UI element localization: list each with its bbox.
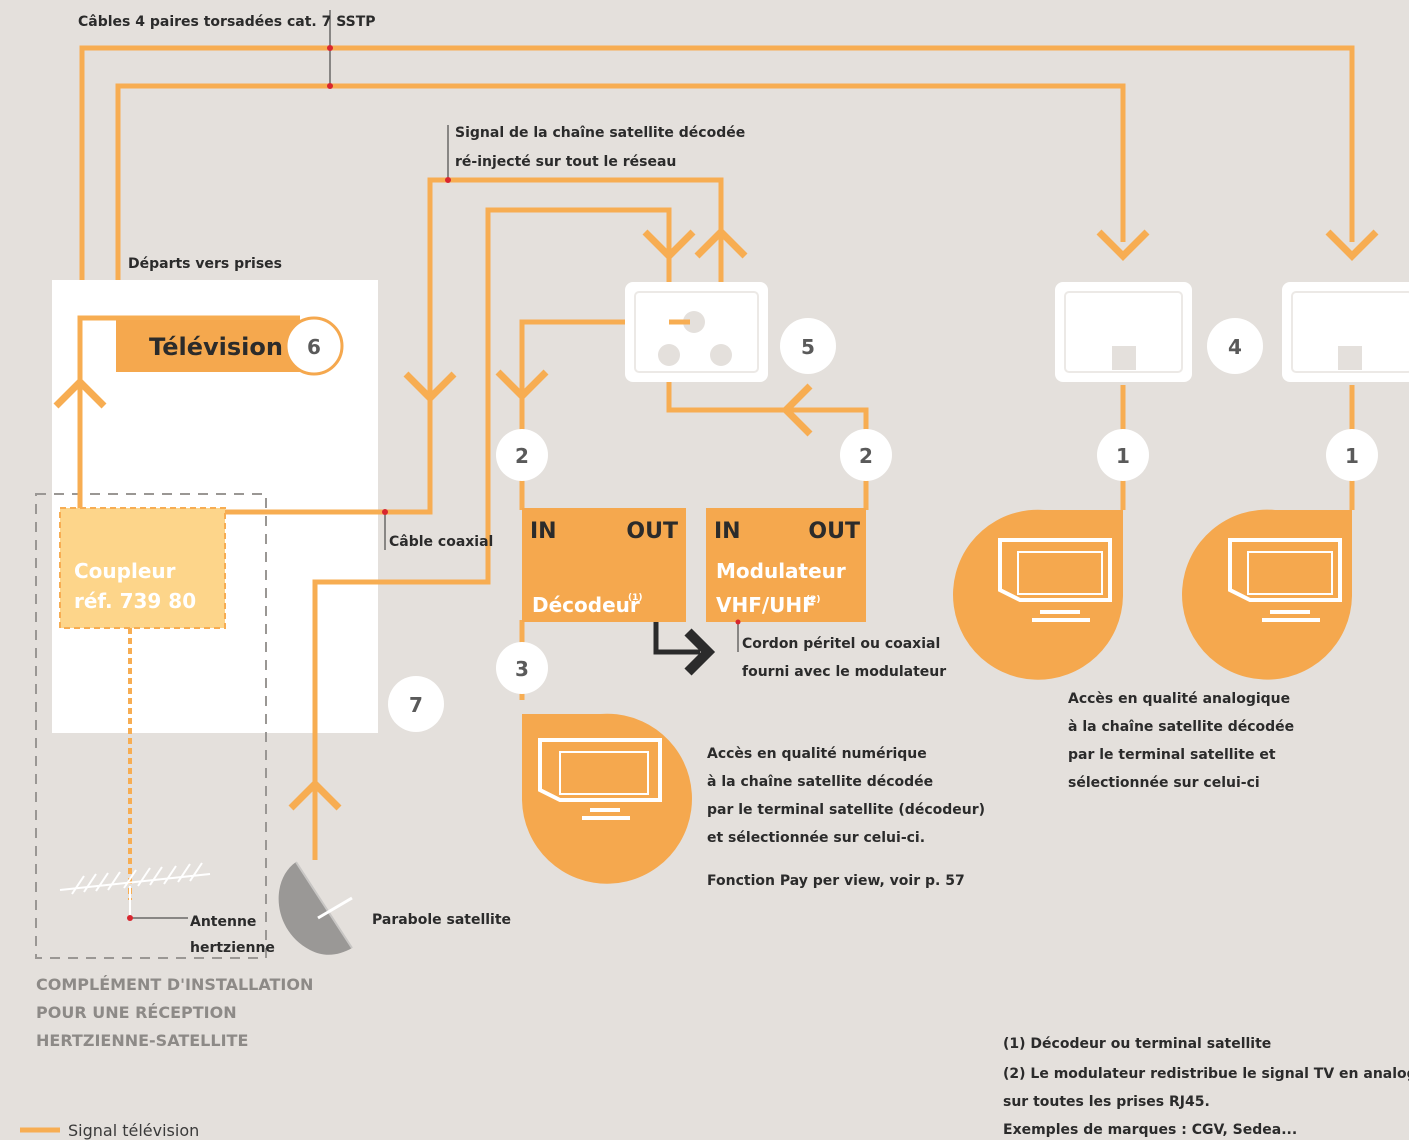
network-cables: [79, 45, 1355, 280]
number-circles: 5 4 2 2 1 1 3 7: [388, 318, 1378, 732]
arrow-down-icon: [1096, 229, 1150, 261]
svg-text:OUT: OUT: [808, 519, 860, 544]
arrow-down-icon: [403, 371, 457, 403]
signal-label-2: ré-injecté sur tout le réseau: [455, 154, 676, 170]
arrow-up-icon: [694, 227, 748, 259]
antenna-icon: [59, 862, 211, 918]
svg-text:Accès en qualité analogique: Accès en qualité analogique: [1068, 691, 1290, 707]
antenna-label-2: hertzienne: [190, 940, 275, 956]
svg-text:sélectionnée sur celui-ci: sélectionnée sur celui-ci: [1068, 775, 1260, 791]
arrow-down-icon: [495, 369, 549, 401]
modulator-box: IN OUT Modulateur VHF/UHF (2): [706, 508, 866, 622]
svg-text:Modulateur: Modulateur: [716, 559, 846, 583]
svg-text:Accès en qualité numérique: Accès en qualité numérique: [707, 746, 927, 762]
svg-text:(1) Décodeur ou terminal satel: (1) Décodeur ou terminal satellite: [1003, 1036, 1271, 1052]
cord-label-2: fourni avec le modulateur: [742, 664, 946, 680]
number-7: 7: [409, 693, 423, 717]
arrow-up-icon: [288, 779, 342, 811]
svg-text:Exemples de marques : CGV, Sed: Exemples de marques : CGV, Sedea...: [1003, 1122, 1297, 1138]
digital-access-text: Accès en qualité numérique à la chaîne s…: [707, 746, 985, 889]
complement-label-3: HERTZIENNE-SATELLITE: [36, 1031, 248, 1050]
arrow-up-icon: [53, 377, 107, 409]
svg-text:IN: IN: [530, 519, 557, 544]
number-1b: 1: [1345, 444, 1359, 468]
svg-text:Décodeur: Décodeur: [532, 593, 640, 617]
svg-text:par le terminal satellite et: par le terminal satellite et: [1068, 747, 1276, 763]
svg-text:sur toutes les prises RJ45.: sur toutes les prises RJ45.: [1003, 1094, 1210, 1110]
svg-text:(1): (1): [628, 593, 643, 603]
svg-text:à la chaîne satellite décodée: à la chaîne satellite décodée: [707, 774, 933, 790]
number-5: 5: [801, 335, 815, 359]
svg-text:à la chaîne satellite décodée: à la chaîne satellite décodée: [1068, 719, 1294, 735]
legend-label: Signal télévision: [68, 1121, 199, 1140]
cables-label: Câbles 4 paires torsadées cat. 7 SSTP: [78, 14, 376, 30]
number-2b: 2: [859, 444, 873, 468]
decoder-box: IN OUT Décodeur (1): [522, 508, 686, 622]
arrow-down-icon: [1325, 229, 1379, 261]
svg-text:réf. 739 80: réf. 739 80: [74, 589, 196, 613]
television-label: Télévision: [149, 333, 283, 361]
signal-label-1: Signal de la chaîne satellite décodée: [455, 125, 745, 141]
svg-text:Fonction Pay per view, voir p.: Fonction Pay per view, voir p. 57: [707, 873, 965, 889]
complement-label-1: COMPLÉMENT D'INSTALLATION: [36, 975, 313, 994]
socket-4a: [1055, 282, 1192, 382]
cord-label-1: Cordon péritel ou coaxial: [742, 636, 940, 652]
complement-label-2: POUR UNE RÉCEPTION: [36, 1003, 237, 1022]
cord-arrow-icon: [684, 628, 716, 676]
coax-label: Câble coaxial: [389, 534, 493, 550]
reinjection-cables: [222, 177, 724, 860]
socket-5: [625, 282, 768, 382]
dish-label: Parabole satellite: [372, 912, 511, 928]
tv-icon-digital: [522, 713, 692, 884]
svg-text:VHF/UHF: VHF/UHF: [716, 593, 816, 617]
number-2a: 2: [515, 444, 529, 468]
cord-icon: [653, 622, 700, 655]
svg-text:IN: IN: [714, 519, 741, 544]
tv-icon-analog-1: [953, 509, 1123, 680]
coupler: Coupleur réf. 739 80: [59, 507, 226, 900]
svg-text:(2) Le modulateur redistribue: (2) Le modulateur redistribue le signal …: [1003, 1066, 1409, 1082]
arrow-down-icon: [642, 229, 696, 261]
svg-text:et sélectionnée sur celui-ci.: et sélectionnée sur celui-ci.: [707, 830, 925, 846]
antenna-label-1: Antenne: [190, 914, 256, 930]
departs-label: Départs vers prises: [128, 256, 282, 272]
svg-text:par le terminal satellite (déc: par le terminal satellite (décodeur): [707, 802, 985, 818]
svg-text:Coupleur: Coupleur: [74, 559, 176, 583]
socket-4b: [1282, 282, 1409, 382]
tv-cable: [77, 315, 300, 508]
complement-zone: [35, 493, 267, 959]
analog-access-text: Accès en qualité analogique à la chaîne …: [1068, 691, 1294, 791]
svg-text:(2): (2): [806, 595, 821, 605]
footnotes: (1) Décodeur ou terminal satellite (2) L…: [1003, 1036, 1409, 1138]
television-unit: Télévision 6: [116, 316, 344, 376]
arrow-left-icon: [781, 383, 813, 437]
tv-icon-analog-2: [1182, 509, 1352, 680]
svg-text:OUT: OUT: [626, 519, 678, 544]
number-3: 3: [515, 657, 529, 681]
number-6: 6: [307, 335, 321, 359]
number-4: 4: [1228, 335, 1242, 359]
number-1a: 1: [1116, 444, 1130, 468]
satellite-dish-icon: [278, 861, 353, 955]
arrows: [53, 227, 1379, 811]
